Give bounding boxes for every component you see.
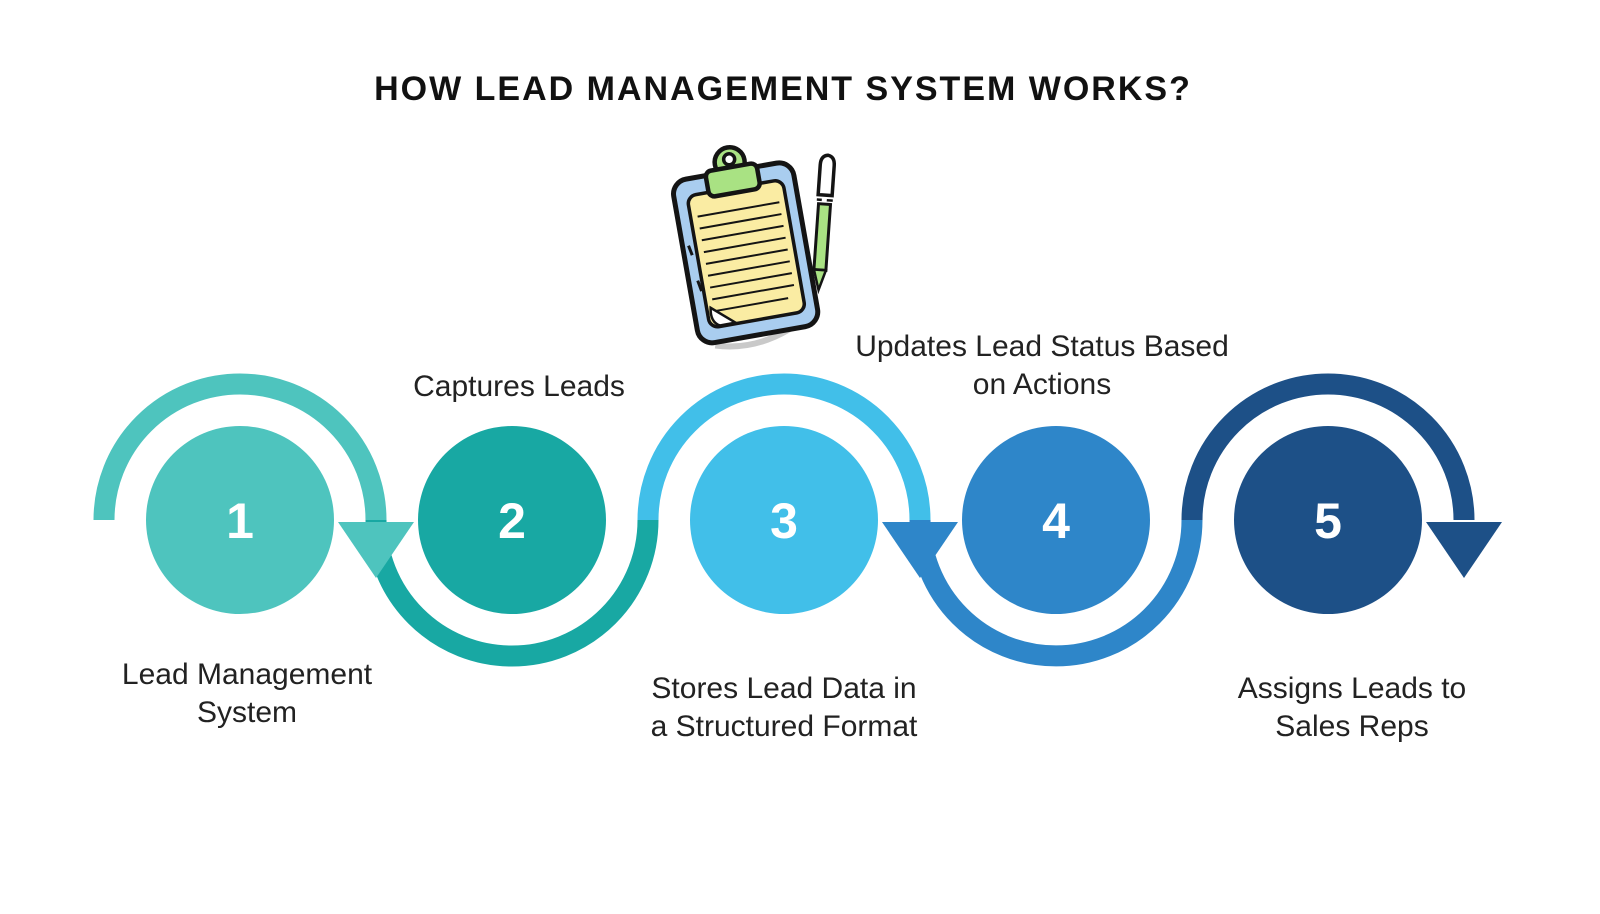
step-label-line: Assigns Leads to (1237, 672, 1467, 705)
step-label-2: Captures Leads (413, 368, 625, 406)
step-number-3: 3 (770, 493, 798, 549)
arc-over-step1 (93, 373, 387, 521)
step-circle-1 (146, 426, 334, 614)
arrow-down-icon-1 (338, 522, 414, 578)
page-title: HOW LEAD MANAGEMENT SYSTEM WORKS? (374, 70, 1192, 108)
board-edge-dashes (687, 245, 704, 292)
clipboard-illustration (671, 145, 837, 350)
step-label-line: Captures Leads (413, 370, 625, 403)
pen-tip (812, 268, 828, 295)
step-number-5: 5 (1314, 493, 1342, 549)
step-circle-4 (962, 426, 1150, 614)
step-label-line: Stores Lead Data in (651, 672, 917, 705)
step-label-line: System (196, 696, 298, 729)
page-curl (709, 305, 740, 327)
arrow-down-icon-3 (1426, 522, 1502, 578)
pen-cap (816, 153, 837, 198)
arc-under-step4 (909, 519, 1203, 667)
step-label-line: Sales Reps (1275, 710, 1429, 743)
step-number-4: 4 (1042, 493, 1070, 549)
step-label-1: Lead Management System (122, 656, 372, 732)
step-label-line: Lead Management (121, 658, 373, 691)
step-label-line: a Structured Format (650, 710, 918, 743)
step-circle-2 (418, 426, 606, 614)
step-circle-3 (690, 426, 878, 614)
pen-icon (812, 153, 837, 295)
step-label-5: Assigns Leads to Sales Reps (1238, 670, 1466, 746)
arc-under-step2 (365, 519, 659, 667)
step-label-line: Updates Lead Status Based (855, 330, 1229, 363)
step-label-line: on Actions (972, 368, 1112, 401)
step-circle-5 (1234, 426, 1422, 614)
arc-over-step3 (637, 373, 931, 521)
clip-hole (721, 152, 737, 167)
paper-lines (697, 201, 795, 313)
step-label-4: Updates Lead Status Based on Actions (855, 328, 1229, 404)
clipboard-icon (671, 145, 821, 350)
arc-over-step5 (1181, 373, 1475, 521)
step-label-3: Stores Lead Data in a Structured Format (651, 670, 918, 746)
arrow-down-icon-2 (882, 522, 958, 578)
step-number-1: 1 (226, 493, 254, 549)
step-number-2: 2 (498, 493, 526, 549)
clip-body (703, 161, 762, 199)
